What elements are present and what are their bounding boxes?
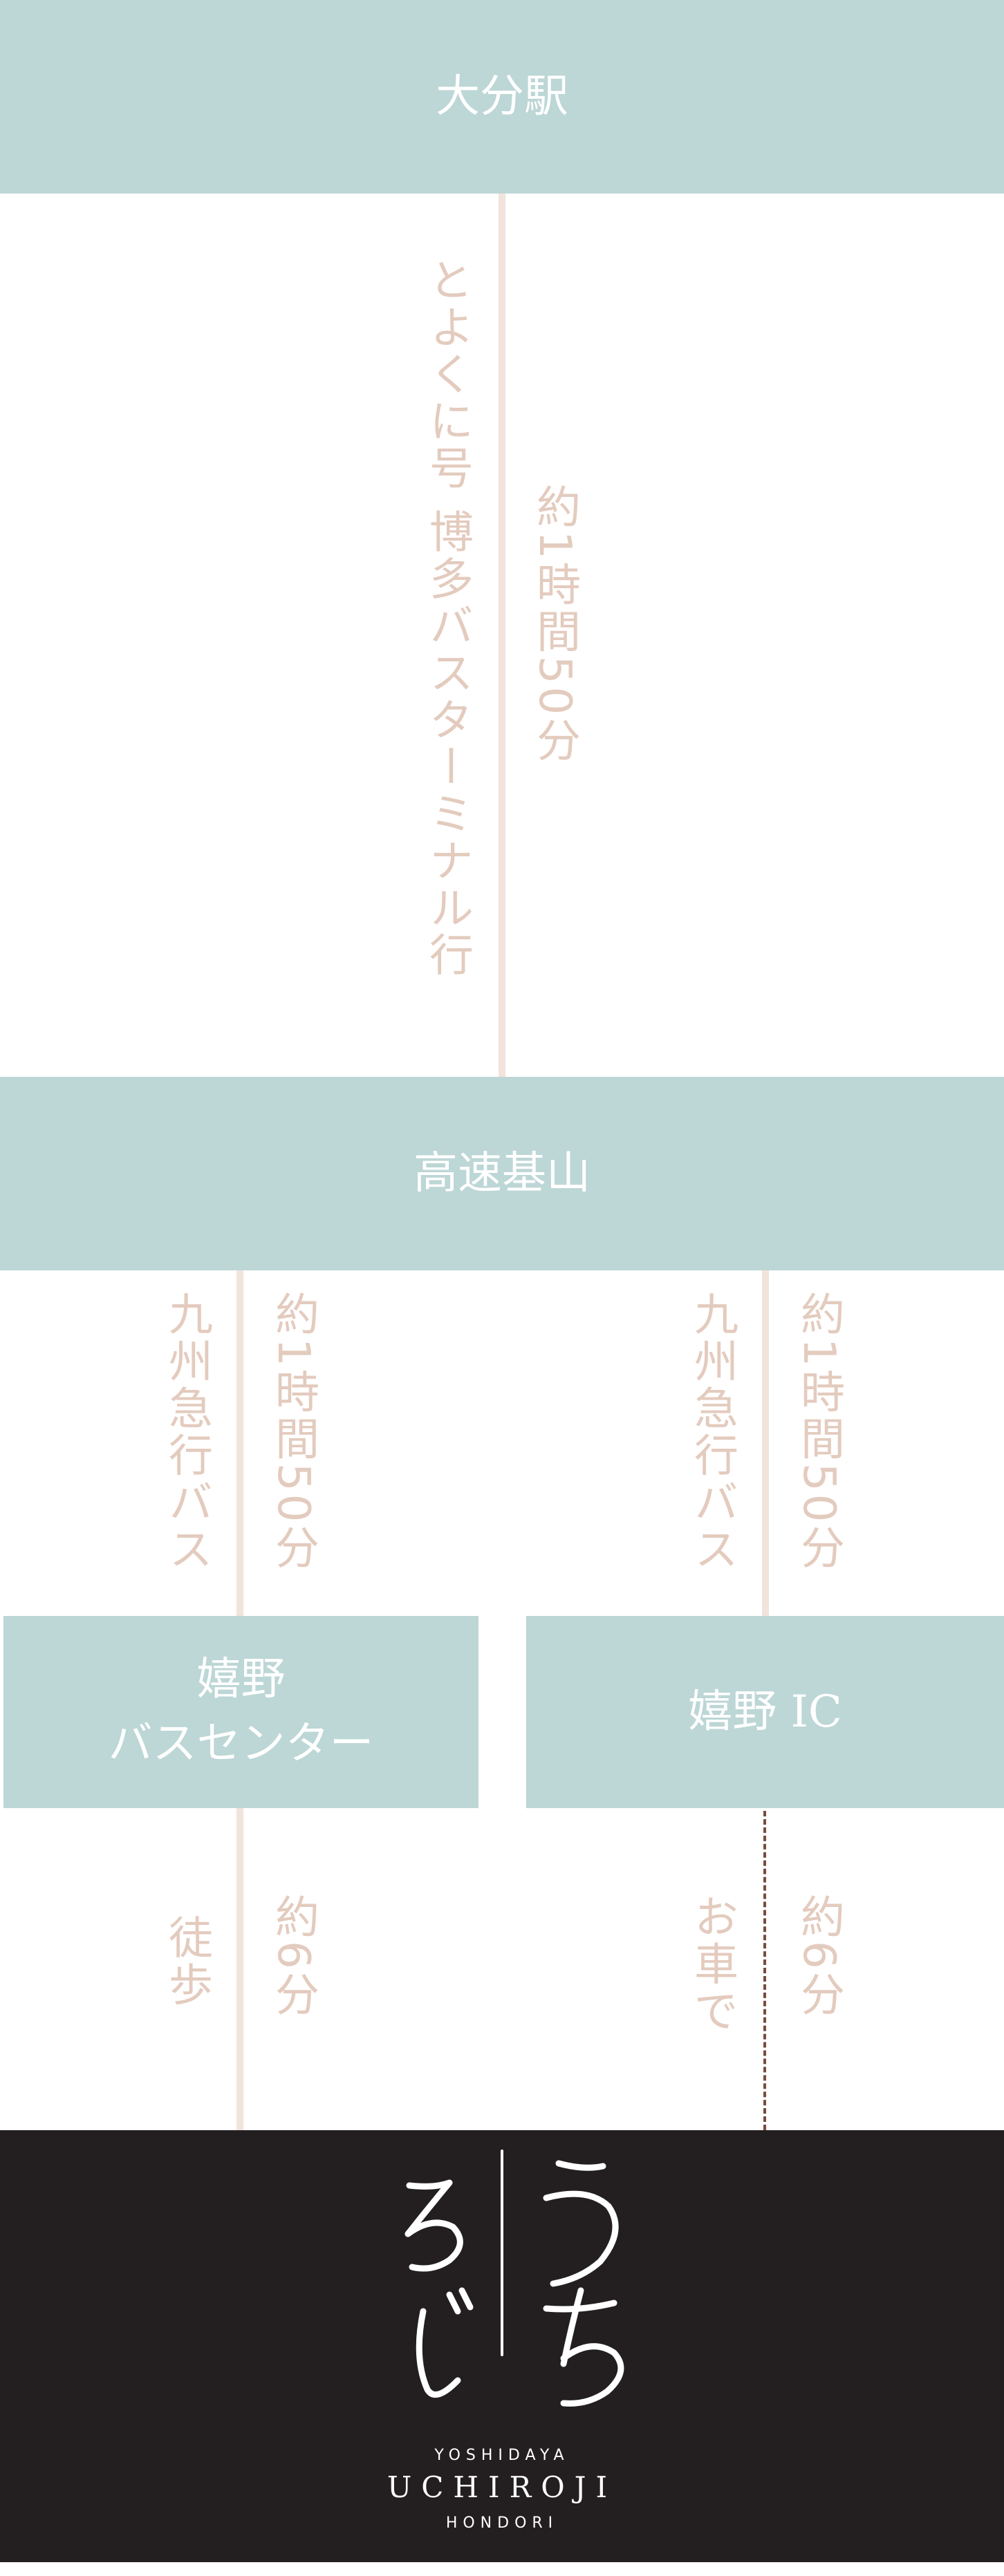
- duration-kiyama-buscenter: 約1時間50分: [268, 1291, 319, 1572]
- logo-uchiroji: UCHIROJI: [387, 2470, 617, 2504]
- station-buscenter: 嬉野 バスセンター: [3, 1616, 478, 1808]
- route-kiyama-buscenter: 九州急行バス: [161, 1291, 212, 1573]
- destination-logo: YOSHIDAYA UCHIROJI HONDORI: [0, 2130, 1004, 2562]
- connector-buscenter-dest: [236, 1808, 243, 2130]
- route-kiyama-ic: 九州急行バス: [687, 1291, 738, 1573]
- duration-oita-kiyama: 約1時間50分: [529, 484, 580, 765]
- station-ic-label: 嬉野 IC: [688, 1686, 842, 1738]
- route-buscenter-dest: 徒歩: [161, 1915, 212, 2009]
- logo-yoshidaya: YOSHIDAYA: [434, 2447, 570, 2464]
- connector-kiyama-ic: [762, 1270, 769, 1616]
- station-kiyama: 高速基山: [0, 1077, 1004, 1270]
- logo-hondori: HONDORI: [445, 2514, 559, 2532]
- station-buscenter-line1: 嬉野: [196, 1654, 286, 1706]
- station-ic: 嬉野 IC: [526, 1616, 1004, 1808]
- duration-kiyama-ic: 約1時間50分: [793, 1291, 844, 1572]
- station-oita: 大分駅: [0, 0, 1004, 194]
- station-buscenter-line2: バスセンター: [108, 1718, 374, 1769]
- connector-kiyama-buscenter: [236, 1270, 243, 1616]
- connector-ic-dest: [763, 1811, 766, 2130]
- route-oita-kiyama: とよくに号 博多バスターミナル行: [422, 257, 473, 979]
- duration-ic-dest: 約6分: [793, 1894, 844, 2019]
- uchiroji-logo-mark: [405, 2150, 624, 2407]
- duration-buscenter-dest: 約6分: [268, 1894, 319, 2019]
- station-oita-label: 大分駅: [436, 70, 568, 122]
- connector-oita-kiyama: [499, 194, 505, 1077]
- route-ic-dest: お車で: [687, 1894, 738, 2035]
- station-kiyama-label: 高速基山: [413, 1147, 591, 1199]
